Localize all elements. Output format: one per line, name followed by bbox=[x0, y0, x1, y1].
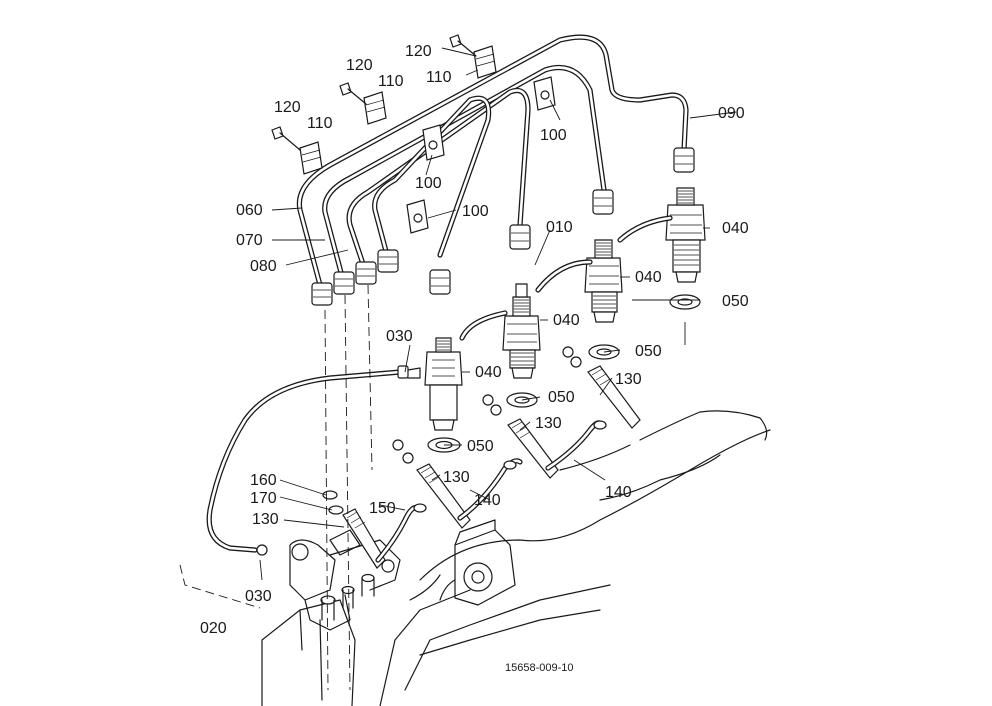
label-110-left: 110 bbox=[307, 115, 333, 132]
label-050-first: 050 bbox=[467, 438, 494, 455]
drawing-code: 15658-009-10 bbox=[505, 662, 574, 674]
feed-pump-housing bbox=[289, 529, 401, 631]
label-040-second: 040 bbox=[553, 312, 580, 329]
callout-labels: 120 110 120 110 120 110 100 100 100 090 … bbox=[200, 43, 749, 674]
return-pipe-020 bbox=[179, 365, 421, 609]
nozzle-holder-4 bbox=[665, 187, 706, 345]
label-130-second: 130 bbox=[443, 469, 470, 486]
label-110-mid: 110 bbox=[378, 73, 404, 90]
pipe-nuts-nozzle-side bbox=[429, 147, 695, 295]
nozzle-holder-2 bbox=[502, 283, 541, 408]
label-160: 160 bbox=[250, 472, 277, 489]
label-030-top: 030 bbox=[386, 328, 413, 345]
label-080: 080 bbox=[250, 258, 277, 275]
label-010: 010 bbox=[546, 219, 573, 236]
pipe-clamps bbox=[271, 34, 556, 234]
nozzle-holder-1 bbox=[424, 337, 463, 453]
label-170: 170 bbox=[250, 490, 277, 507]
label-050-second: 050 bbox=[548, 389, 575, 406]
governor-housing bbox=[439, 519, 516, 606]
overflow-pipe-010 bbox=[459, 215, 673, 341]
leader-lines bbox=[259, 47, 737, 581]
label-040-right: 040 bbox=[722, 220, 749, 237]
label-040-third: 040 bbox=[635, 269, 662, 286]
label-050-third: 050 bbox=[635, 343, 662, 360]
label-140-right: 140 bbox=[605, 484, 632, 501]
label-130-right: 130 bbox=[615, 371, 642, 388]
glow-plugs bbox=[322, 346, 641, 569]
label-020: 020 bbox=[200, 620, 227, 637]
label-030-bottom: 030 bbox=[245, 588, 272, 605]
label-100-center: 100 bbox=[415, 175, 442, 192]
engine-block-outline bbox=[261, 410, 771, 706]
pipe-nuts-pump-side bbox=[311, 249, 399, 306]
label-140-center: 140 bbox=[474, 492, 501, 509]
label-120-left: 120 bbox=[274, 99, 301, 116]
label-150: 150 bbox=[369, 500, 396, 517]
label-110-top: 110 bbox=[426, 69, 452, 86]
label-120-mid: 120 bbox=[346, 57, 373, 74]
label-100-right: 100 bbox=[540, 127, 567, 144]
label-130-left: 130 bbox=[252, 511, 279, 528]
label-100-lower: 100 bbox=[462, 203, 489, 220]
label-050-right: 050 bbox=[722, 293, 749, 310]
label-040-first: 040 bbox=[475, 364, 502, 381]
injection-pipes bbox=[296, 34, 689, 288]
label-130-third: 130 bbox=[535, 415, 562, 432]
label-090: 090 bbox=[718, 105, 745, 122]
guide-lines bbox=[324, 284, 373, 691]
label-070: 070 bbox=[236, 232, 263, 249]
label-120-top: 120 bbox=[405, 43, 432, 60]
nozzle-holder-3 bbox=[584, 239, 623, 360]
label-060: 060 bbox=[236, 202, 263, 219]
